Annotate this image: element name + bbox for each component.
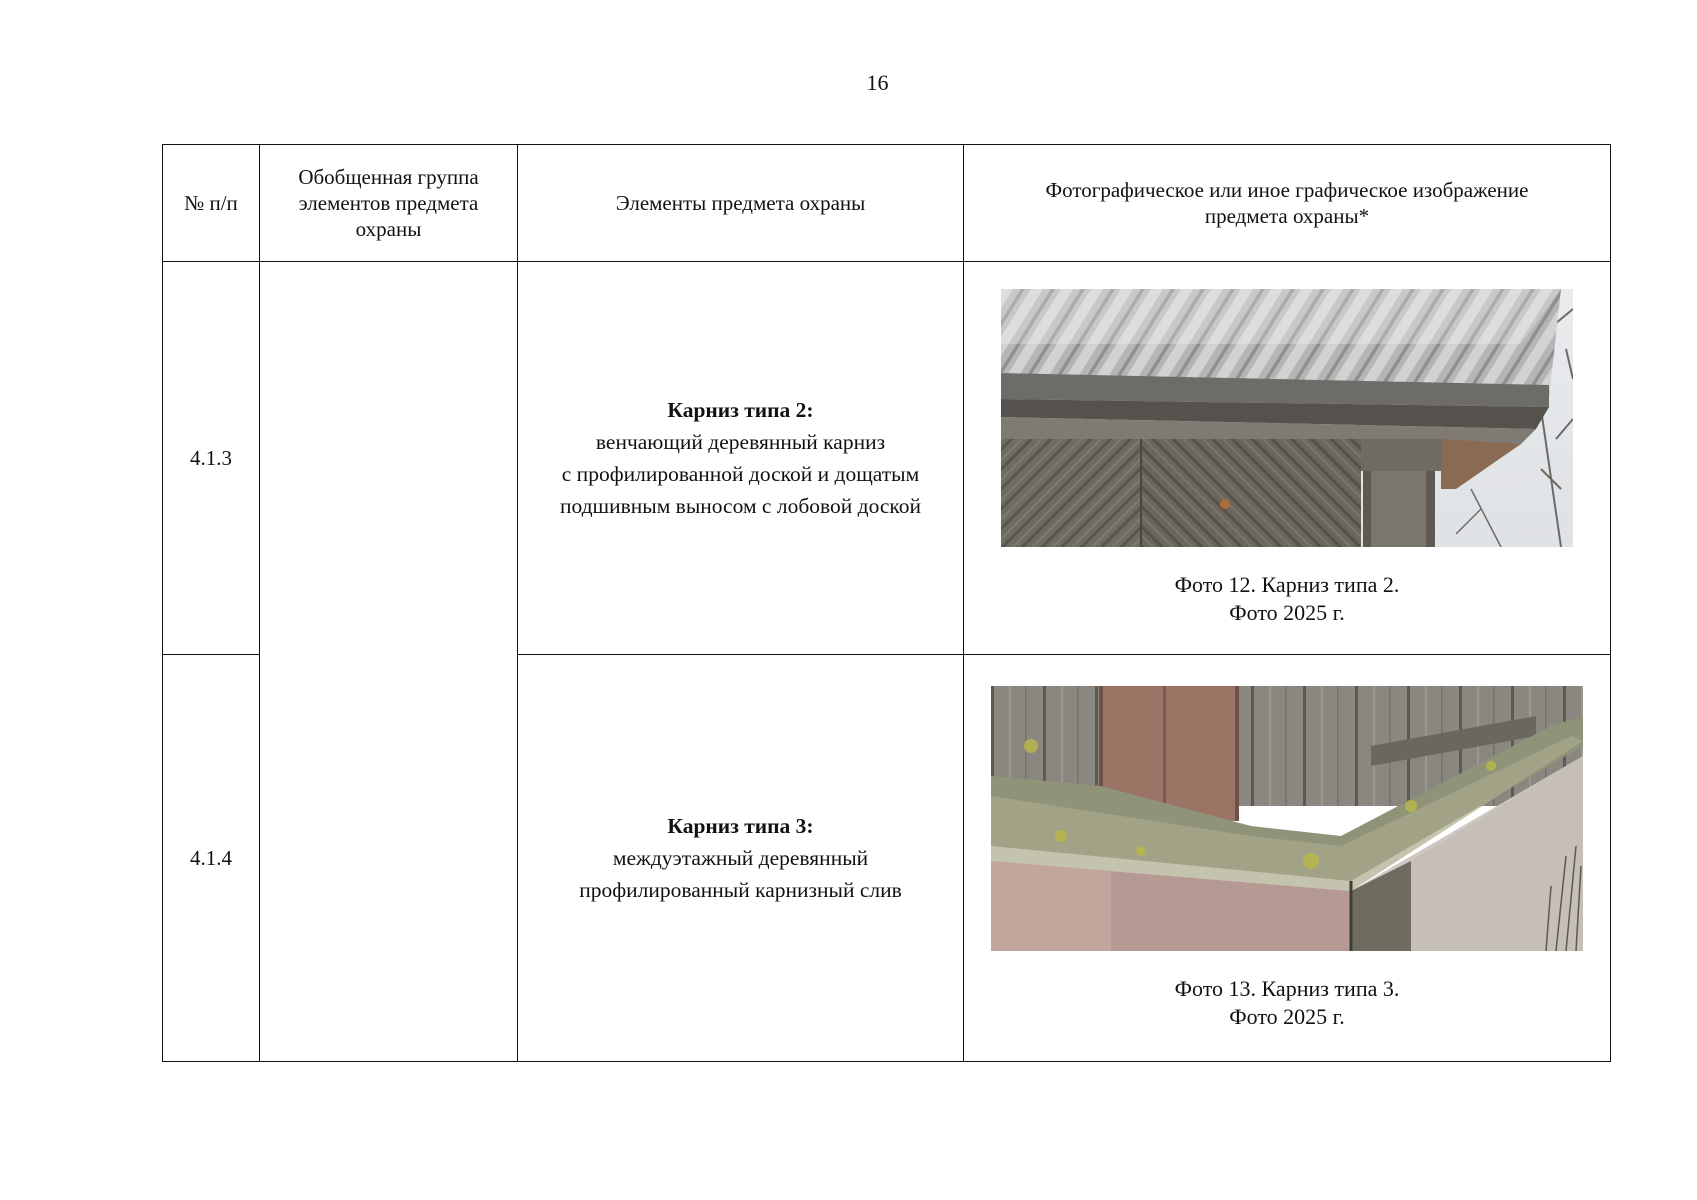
header-num: № п/п — [162, 144, 260, 262]
photo-cell: Фото 12. Карниз типа 2. Фото 2025 г. — [963, 261, 1611, 655]
header-photo-text: Фотографическое или иное графическое изо… — [1045, 177, 1529, 228]
element-text: междуэтажный деревянный профилированный … — [579, 846, 902, 902]
element-text: венчающий деревянный карниз с профилиров… — [559, 430, 922, 518]
photo-cell: Фото 13. Карниз типа 3. Фото 2025 г. — [963, 654, 1611, 1062]
header-photo: Фотографическое или иное графическое изо… — [963, 144, 1611, 262]
page-number: 16 — [866, 70, 889, 95]
photo-caption: Фото 12. Карниз типа 2. Фото 2025 г. — [1174, 572, 1400, 625]
group-cell — [259, 261, 518, 1062]
cornice-type-3-photo — [991, 685, 1583, 951]
table-header-row: № п/п Обобщенная группа элементов предме… — [162, 144, 1611, 262]
element-cell: Карниз типа 2: венчающий деревянный карн… — [517, 261, 964, 655]
element-description: Карниз типа 3: междуэтажный деревянный п… — [518, 810, 963, 906]
table-row: 4.1.3 Карниз типа 2: венчающий деревянны… — [162, 261, 1611, 1062]
header-elements: Элементы предмета охраны — [517, 144, 964, 262]
header-group: Обобщенная группа элементов предмета охр… — [259, 144, 518, 262]
header-group-text: Обобщенная группа элементов предмета охр… — [298, 164, 479, 242]
row-num-4-1-4: 4.1.4 — [162, 654, 260, 1062]
element-title: Карниз типа 3: — [667, 814, 814, 838]
element-title: Карниз типа 2: — [667, 398, 814, 422]
protection-elements-table: № п/п Обобщенная группа элементов предме… — [162, 144, 1611, 1062]
photo-caption: Фото 13. Карниз типа 3. Фото 2025 г. — [1174, 975, 1400, 1029]
element-description: Карниз типа 2: венчающий деревянный карн… — [518, 394, 963, 522]
row-num-4-1-3: 4.1.3 — [162, 261, 260, 655]
cornice-type-2-photo — [1001, 289, 1573, 547]
table-row: 4.1.4 Карниз типа 3: междуэтажный деревя… — [162, 654, 1611, 1062]
element-cell: Карниз типа 3: междуэтажный деревянный п… — [517, 654, 964, 1062]
